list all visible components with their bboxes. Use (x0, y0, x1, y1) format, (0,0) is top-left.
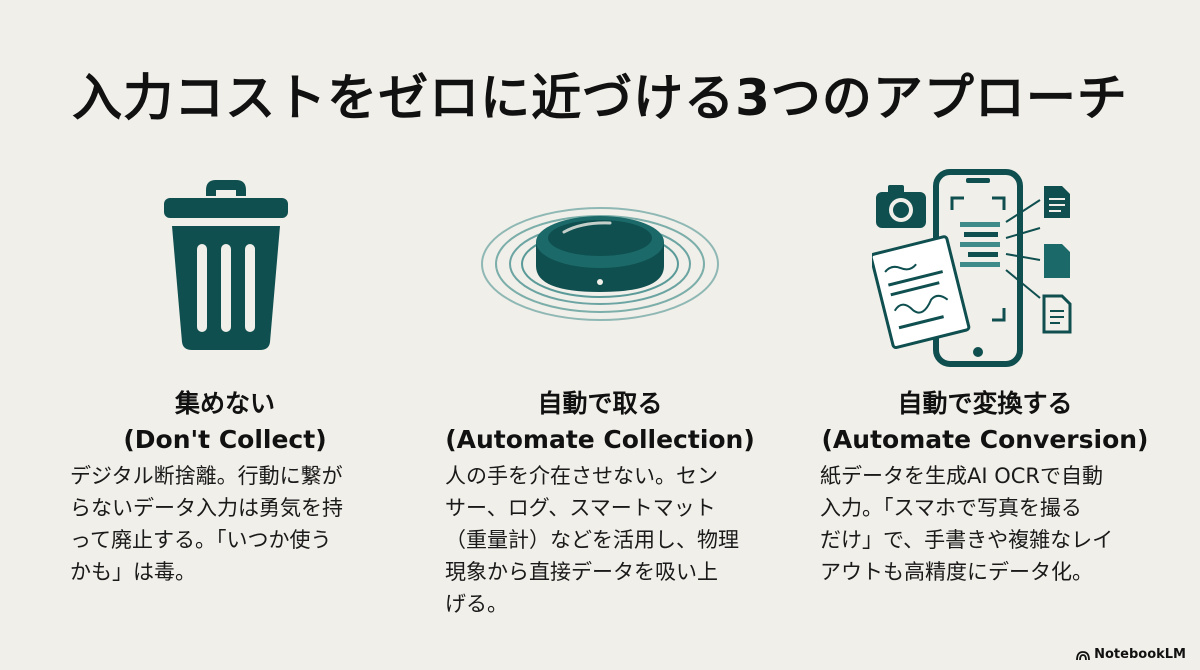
heading-jp: 自動で取る (537, 389, 663, 418)
heading-en: (Automate Collection) (445, 425, 755, 454)
column-heading-automate-conversion: 自動で変換する (Automate Conversion) (805, 386, 1165, 458)
heading-en: (Don't Collect) (123, 425, 327, 454)
column-body-automate-collection: 人の手を介在させない。セン サー、ログ、スマートマット （重量計）などを活用し、… (445, 464, 739, 616)
page-title: 入力コストをゼロに近づける3つのアプローチ (72, 69, 1128, 127)
column-body-dont-collect: デジタル断捨離。行動に繋が らないデータ入力は勇気を持 って廃止する。「いつか使… (70, 464, 343, 584)
notebooklm-logo-icon (1076, 650, 1091, 660)
trash-can-icon (164, 180, 288, 350)
column-heading-dont-collect: 集めない (Don't Collect) (70, 386, 380, 458)
column-body-automate-conversion: 紙データを生成AI OCRで自動 入力。「スマホで写真を撮る だけ」で、手書きや… (820, 464, 1114, 584)
phone-ocr-scan-icon (872, 169, 1072, 367)
column-heading-automate-collection: 自動で取る (Automate Collection) (430, 386, 770, 458)
heading-en: (Automate Conversion) (821, 425, 1149, 454)
smart-mat-sensor-icon (481, 207, 719, 321)
brand-mark: NotebookLM (1076, 647, 1186, 662)
heading-jp: 自動で変換する (897, 389, 1073, 418)
brand-label: NotebookLM (1094, 647, 1186, 662)
heading-jp: 集めない (174, 389, 275, 418)
